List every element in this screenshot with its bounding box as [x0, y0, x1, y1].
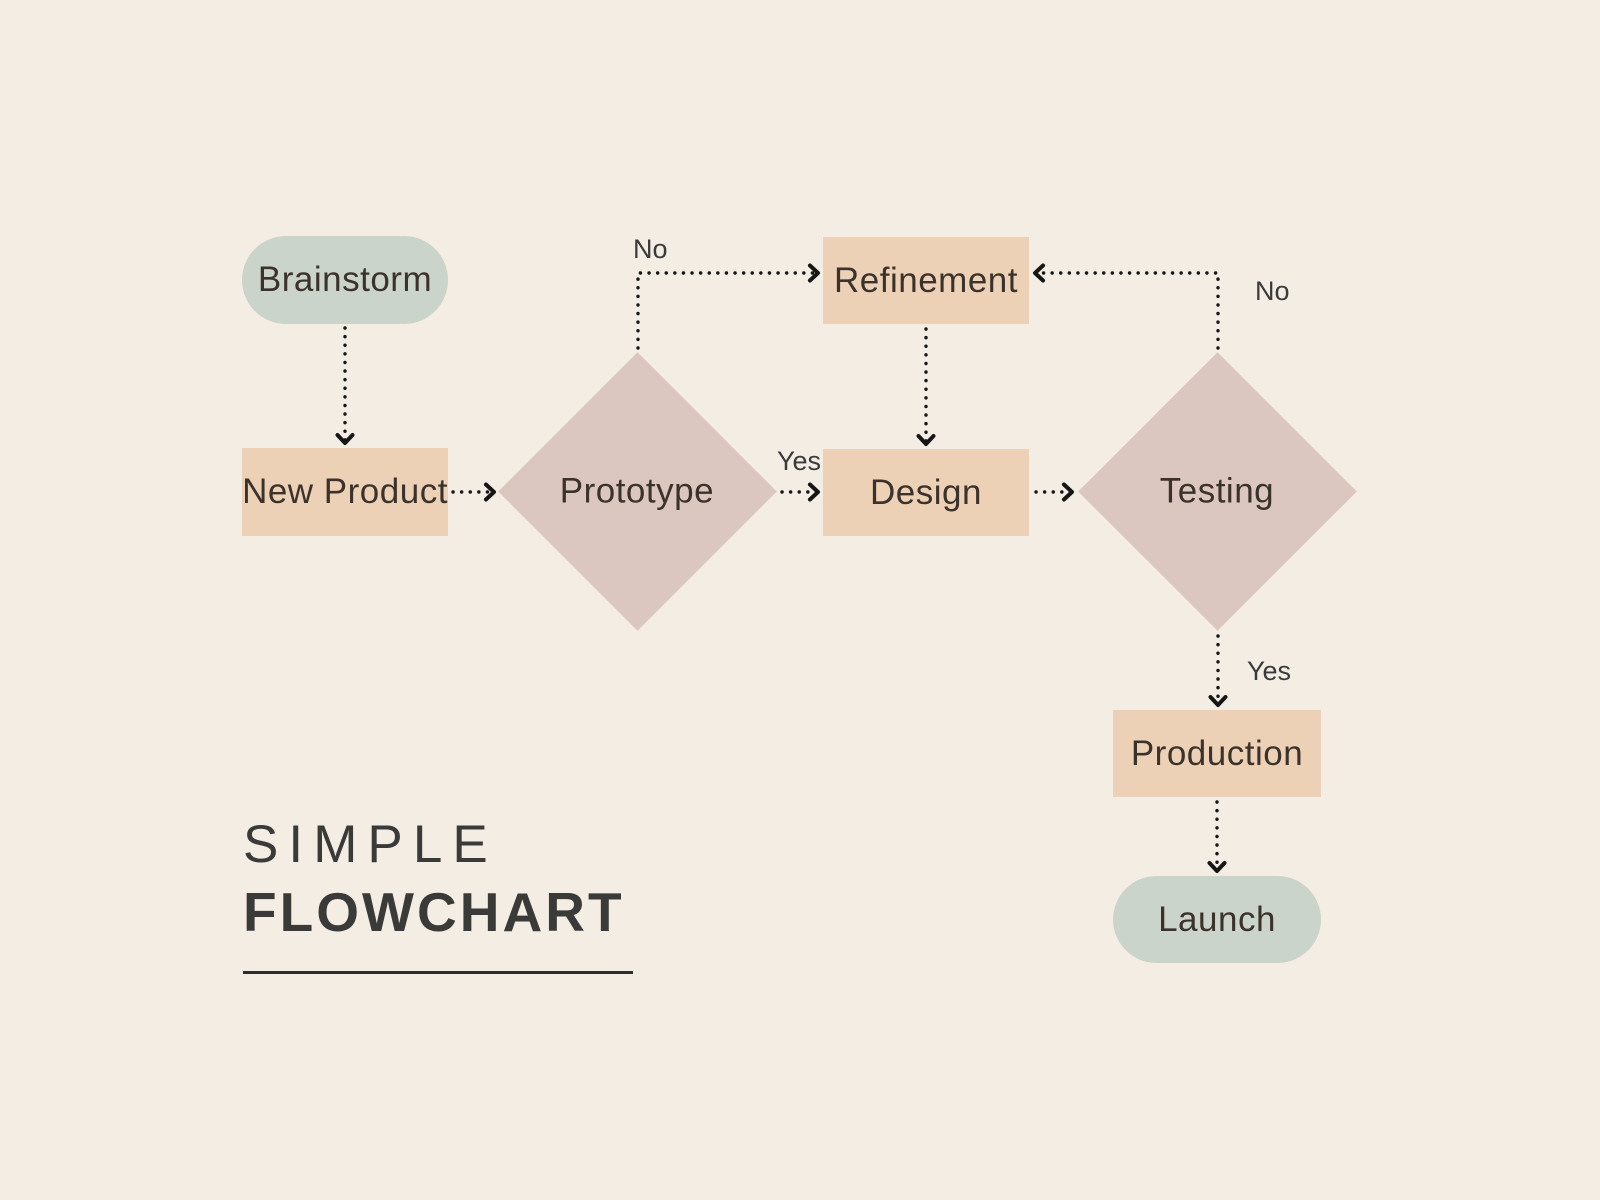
node-launch-label: Launch	[1158, 899, 1276, 939]
title-word-flowchart: FLOWCHART	[243, 881, 625, 943]
arrowhead-brainstorm-to-new-product	[335, 432, 355, 445]
title-underline	[243, 971, 633, 974]
edge-label-prototype-to-design: Yes	[777, 446, 821, 476]
node-refinement: Refinement	[823, 237, 1029, 324]
edge-label-testing-to-production: Yes	[1247, 656, 1291, 686]
title-block: SIMPLE FLOWCHART	[243, 818, 633, 974]
node-design: Design	[823, 449, 1029, 536]
edge-label-prototype-to-refinement: No	[633, 234, 668, 264]
title-word-simple: SIMPLE	[243, 815, 498, 874]
arrowhead-prototype-to-design	[807, 482, 820, 502]
edge-label-testing-to-refinement: No	[1255, 276, 1290, 306]
node-prototype-label: Prototype	[560, 471, 715, 511]
arrowhead-new-product-to-prototype	[483, 482, 496, 502]
node-refinement-label: Refinement	[834, 260, 1018, 300]
node-new-product-label: New Product	[242, 472, 448, 511]
node-prototype-diamond: Prototype	[498, 352, 777, 631]
arrowhead-production-to-launch	[1207, 860, 1227, 873]
arrowhead-design-to-testing	[1061, 482, 1074, 502]
node-testing-diamond: Testing	[1078, 352, 1357, 631]
node-brainstorm: Brainstorm	[242, 236, 448, 324]
arrowhead-prototype-to-refinement	[807, 263, 820, 283]
node-production-label: Production	[1130, 733, 1304, 773]
arrowhead-refinement-to-design	[916, 433, 936, 446]
node-brainstorm-label: Brainstorm	[257, 260, 433, 299]
node-new-product: New Product	[242, 448, 448, 536]
node-testing-label: Testing	[1160, 471, 1275, 511]
node-design-label: Design	[870, 472, 982, 512]
node-production: Production	[1113, 710, 1321, 797]
arrowhead-testing-to-production	[1208, 694, 1228, 707]
edge-prototype-to-refinement	[636, 271, 820, 350]
arrowhead-testing-to-refinement	[1033, 263, 1046, 283]
node-launch: Launch	[1113, 876, 1321, 963]
edge-testing-to-refinement	[1033, 271, 1220, 350]
